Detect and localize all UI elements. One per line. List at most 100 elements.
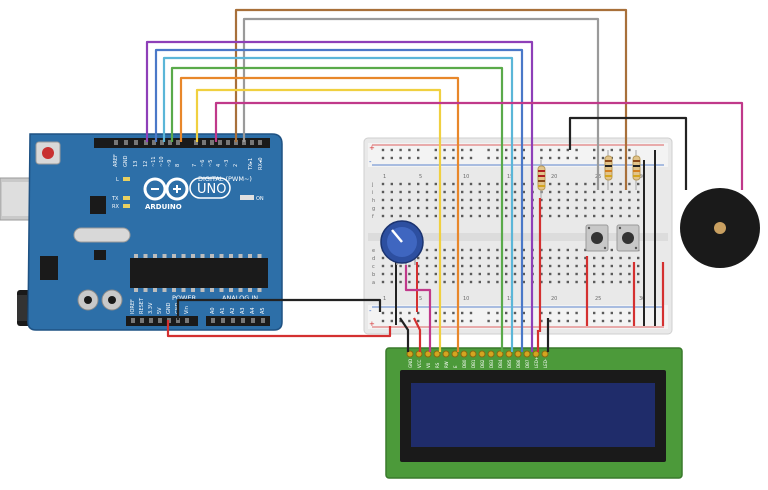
- wire-gray[interactable]: [242, 17, 600, 190]
- wire-brown[interactable]: [234, 8, 628, 190]
- rail-hole: [628, 148, 631, 152]
- arduino-uno[interactable]: AREF GND 13 12 ~11 ~10 ~9 8 7 ~6 ~5 4 ~3…: [0, 133, 283, 331]
- digital-pin-hole: [160, 140, 164, 145]
- rail-hole: [540, 148, 543, 152]
- breadboard-hole: [390, 264, 393, 268]
- wire-red-5v[interactable]: [166, 320, 392, 338]
- wire-green[interactable]: [170, 66, 504, 352]
- pin-label-a5: A5: [260, 307, 266, 314]
- digital-pin-hole: [218, 140, 222, 145]
- rail-hole: [390, 311, 393, 315]
- chip-pin: [219, 254, 224, 258]
- breadboard-hole: [557, 206, 561, 210]
- wire-lcd-gnd[interactable]: [399, 317, 410, 352]
- breadboard-hole: [469, 264, 473, 268]
- rail-hole: [417, 148, 420, 152]
- breadboard-hole: [434, 256, 437, 260]
- wires[interactable]: [145, 8, 744, 352]
- breadboard-hole: [513, 256, 517, 260]
- breadboard-hole: [513, 198, 517, 202]
- chip-pin: [172, 288, 176, 292]
- breadboard-hole: [496, 198, 499, 202]
- breadboard-hole: [381, 214, 385, 218]
- breadboard-hole: [478, 206, 481, 210]
- lcd-pin-hole: [505, 350, 513, 358]
- wire-orange[interactable]: [179, 76, 460, 352]
- breadboard-hole: [522, 198, 525, 202]
- pin-label-tx1: TX▸1: [248, 158, 254, 171]
- breadboard-hole: [381, 280, 385, 284]
- breadboard-hole: [575, 280, 578, 284]
- digital-pin-hole: [168, 140, 172, 145]
- bottom-rail-plus-label: +: [369, 320, 375, 328]
- breadboard-jumpers[interactable]: [395, 150, 665, 332]
- resistor-3[interactable]: [632, 150, 641, 190]
- breadboard-hole: [566, 182, 569, 186]
- wire-blue[interactable]: [154, 48, 524, 352]
- pin-label-13: 13: [133, 161, 139, 167]
- lcd-pin-led-minus: LED-: [543, 358, 548, 368]
- rail-hole: [619, 311, 622, 315]
- digital-pin-hole: [144, 140, 148, 145]
- breadboard-hole: [505, 272, 508, 276]
- breadboard-hole: [513, 280, 517, 284]
- pin-label-aref: AREF: [113, 154, 119, 167]
- pin-label-11: ~11: [151, 156, 157, 167]
- rail-hole: [601, 311, 605, 315]
- wire-lightblue[interactable]: [162, 56, 514, 352]
- breadboard-hole: [425, 206, 429, 210]
- breadboard-hole: [408, 206, 411, 210]
- wire-black-gnd[interactable]: [176, 298, 382, 320]
- push-button-1[interactable]: [585, 224, 609, 252]
- led-rx-label: RX: [112, 204, 119, 210]
- rail-hole: [505, 311, 508, 315]
- breadboard-hole: [469, 248, 473, 252]
- breadboard-hole: [496, 206, 499, 210]
- breadboard-hole: [461, 280, 464, 284]
- wire-yellow[interactable]: [195, 88, 442, 352]
- breadboard-hole: [601, 182, 605, 186]
- arduino-logo-icon: [143, 177, 189, 201]
- rail-hole: [505, 156, 508, 160]
- chip-pin: [191, 254, 195, 258]
- breadboard-hole: [461, 272, 464, 276]
- pin-label-3v3: 3.3V: [148, 302, 154, 314]
- breadboard-hole: [434, 264, 437, 268]
- wire-magenta-v0[interactable]: [404, 265, 432, 352]
- breadboard-hole: [469, 182, 473, 186]
- rail-hole: [496, 319, 499, 323]
- rail-hole: [443, 156, 446, 160]
- rail-hole: [522, 311, 525, 315]
- breadboard-hole: [584, 280, 587, 284]
- resistor-2[interactable]: [604, 150, 613, 190]
- wire-lcd-vcc[interactable]: [413, 317, 422, 352]
- pin-label-gnd: GND: [123, 155, 129, 167]
- rail-hole: [619, 319, 622, 323]
- potentiometer[interactable]: [380, 220, 424, 265]
- breadboard-hole: [522, 190, 525, 194]
- digital-header: [94, 138, 270, 148]
- breadboard-hole: [566, 190, 569, 194]
- power-pin-hole: [140, 318, 144, 323]
- push-button-2-cap[interactable]: [622, 232, 634, 244]
- breadboard-hole: [522, 206, 525, 210]
- pin-label-ioref: IOREF: [130, 299, 136, 314]
- breadboard-hole: [628, 198, 631, 202]
- wire-black-buzzer[interactable]: [568, 116, 688, 190]
- breadboard-hole: [593, 272, 596, 276]
- breadboard-hole: [381, 264, 385, 268]
- rail-hole: [390, 156, 393, 160]
- wire-magenta[interactable]: [214, 101, 744, 190]
- rail-hole: [593, 148, 596, 152]
- wire-purple[interactable]: [145, 40, 534, 352]
- breadboard-hole: [469, 198, 473, 202]
- chip-pin: [181, 254, 186, 258]
- push-button-1-cap[interactable]: [591, 232, 603, 244]
- push-button-2[interactable]: [616, 224, 640, 252]
- potentiometer-indicator: [391, 229, 403, 243]
- resistor-1[interactable]: [537, 160, 546, 198]
- reset-button[interactable]: [42, 147, 54, 159]
- lcd-16x2[interactable]: GND VCC V0 RS RW E DB0 DB1 DB2 DB3 DB4 D…: [385, 347, 683, 479]
- piezo-buzzer[interactable]: [680, 188, 760, 268]
- breadboard-hole: [505, 214, 508, 218]
